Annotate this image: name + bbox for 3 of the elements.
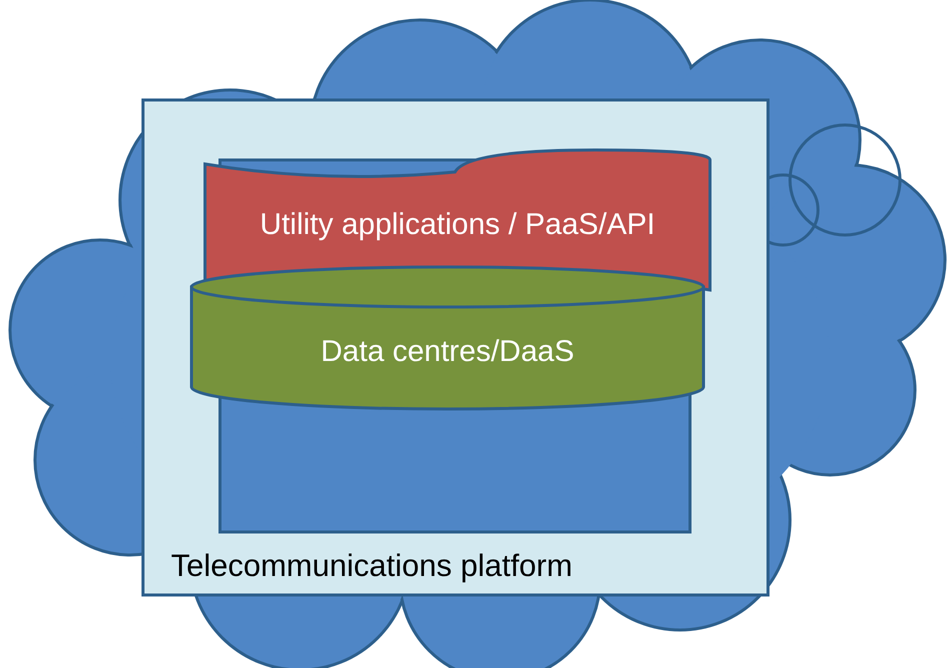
layer-label: Telecommunications platform bbox=[171, 548, 572, 584]
layer-label: Data centres/DaaS bbox=[320, 335, 574, 369]
layer-label: Utility applications / PaaS/API bbox=[260, 208, 656, 242]
